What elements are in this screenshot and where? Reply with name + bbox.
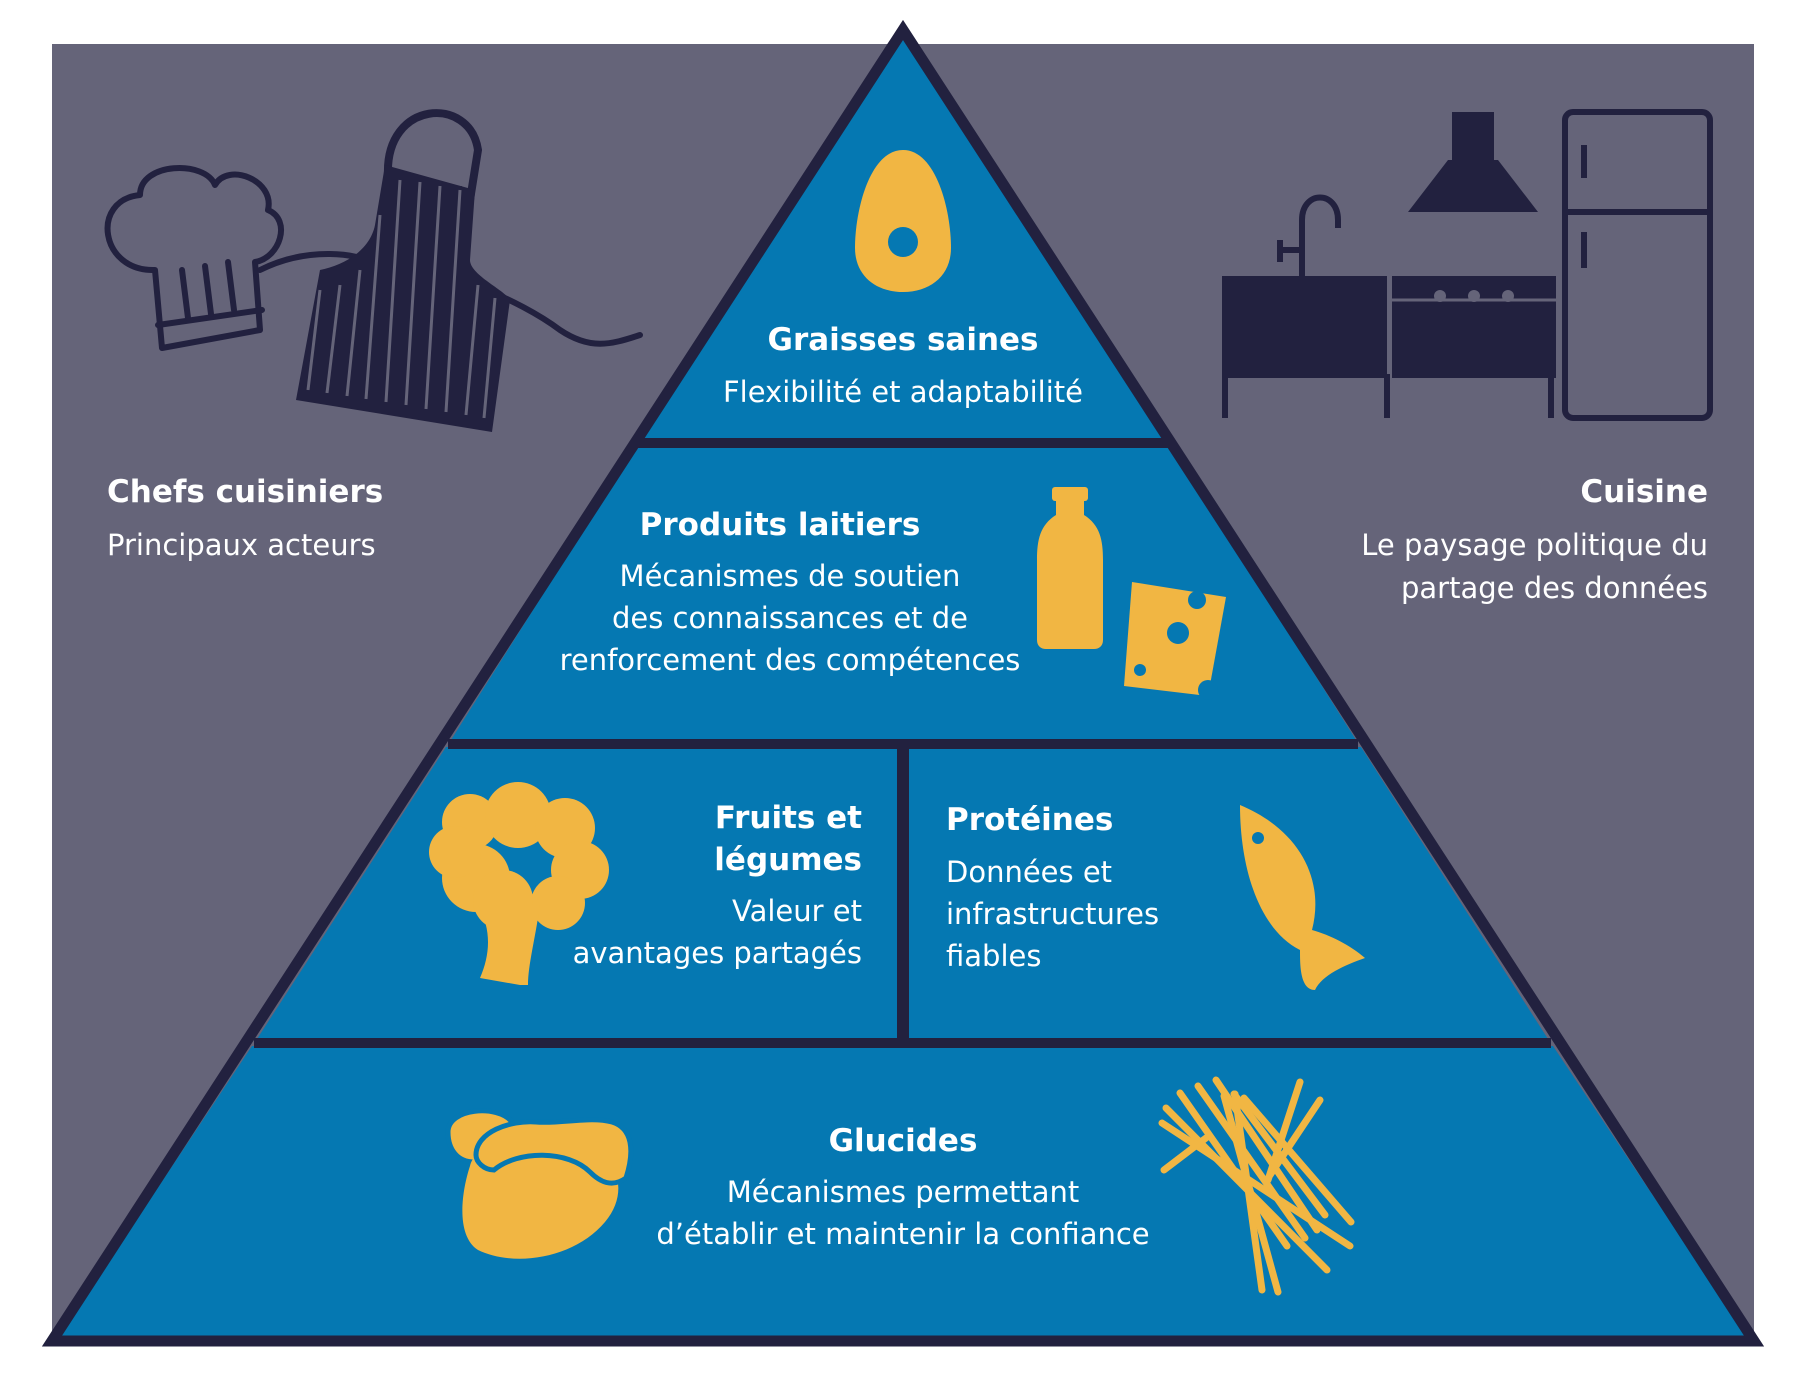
- stove-icon: [1392, 276, 1556, 418]
- tier3-right-body-line-1: Données et: [946, 855, 1113, 889]
- tier2-body: Mécanismes de soutien des connaissances …: [540, 555, 1040, 681]
- cuisine-subtitle-line-1: Le paysage politique du: [1361, 528, 1708, 562]
- cuisine-subtitle-line-2: partage des données: [1401, 571, 1708, 605]
- tier4-body: Mécanismes permettant d’établir et maint…: [623, 1171, 1183, 1255]
- tier3-left-title-line-2: légumes: [714, 842, 862, 878]
- apron-icon: [257, 109, 643, 432]
- pasta-icon: [1158, 1076, 1355, 1296]
- cuisine-title: Cuisine: [1580, 474, 1708, 510]
- tier4-title: Glucides: [828, 1123, 978, 1159]
- milk-bottle-icon: [1037, 487, 1103, 649]
- sink-icon: [1222, 194, 1390, 418]
- tier3-right-body-line-3: fiables: [946, 939, 1042, 973]
- tier1-body: Flexibilité et adaptabilité: [722, 375, 1084, 409]
- tier2-title: Produits laitiers: [639, 507, 921, 543]
- cheese-icon: [1124, 582, 1226, 700]
- tier3-left-title: Fruits et légumes: [560, 797, 862, 881]
- tier3-left-body: Valeur et avantages partagés: [560, 890, 862, 974]
- tier3-left-title-line-1: Fruits et: [714, 800, 862, 836]
- cuisine-subtitle: Le paysage politique du partage des donn…: [1300, 524, 1708, 610]
- tier2-body-line-1: Mécanismes de soutien: [619, 559, 961, 593]
- potato-icon: [445, 1108, 634, 1259]
- tier3-right-body-line-2: infrastructures: [946, 897, 1160, 931]
- tier3-right-title: Protéines: [946, 802, 1114, 838]
- chef-hat-icon: [104, 165, 284, 351]
- pyramid-outline: [41, 19, 1765, 1347]
- tier2-body-line-3: renforcement des compétences: [559, 643, 1021, 677]
- range-hood-icon: [1408, 112, 1538, 212]
- pyramid-tier-3-right: [909, 747, 1548, 1039]
- fridge-icon: [1562, 109, 1713, 421]
- broccoli-icon: [429, 782, 609, 985]
- chefs-subtitle: Principaux acteurs: [107, 528, 376, 562]
- tier4-body-line-1: Mécanismes permettant: [726, 1175, 1080, 1209]
- tier1-title: Graisses saines: [767, 322, 1039, 358]
- fish-icon: [1240, 805, 1365, 990]
- chefs-title: Chefs cuisiniers: [107, 474, 384, 510]
- tier2-body-line-2: des connaissances et de: [611, 601, 968, 635]
- tier3-right-body: Données et infrastructures fiables: [946, 851, 1246, 977]
- tier3-left-body-line-2: avantages partagés: [572, 936, 862, 970]
- avocado-icon: [855, 150, 951, 292]
- tier3-left-body-line-1: Valeur et: [732, 894, 862, 928]
- tier4-body-line-2: d’établir et maintenir la confiance: [656, 1217, 1150, 1251]
